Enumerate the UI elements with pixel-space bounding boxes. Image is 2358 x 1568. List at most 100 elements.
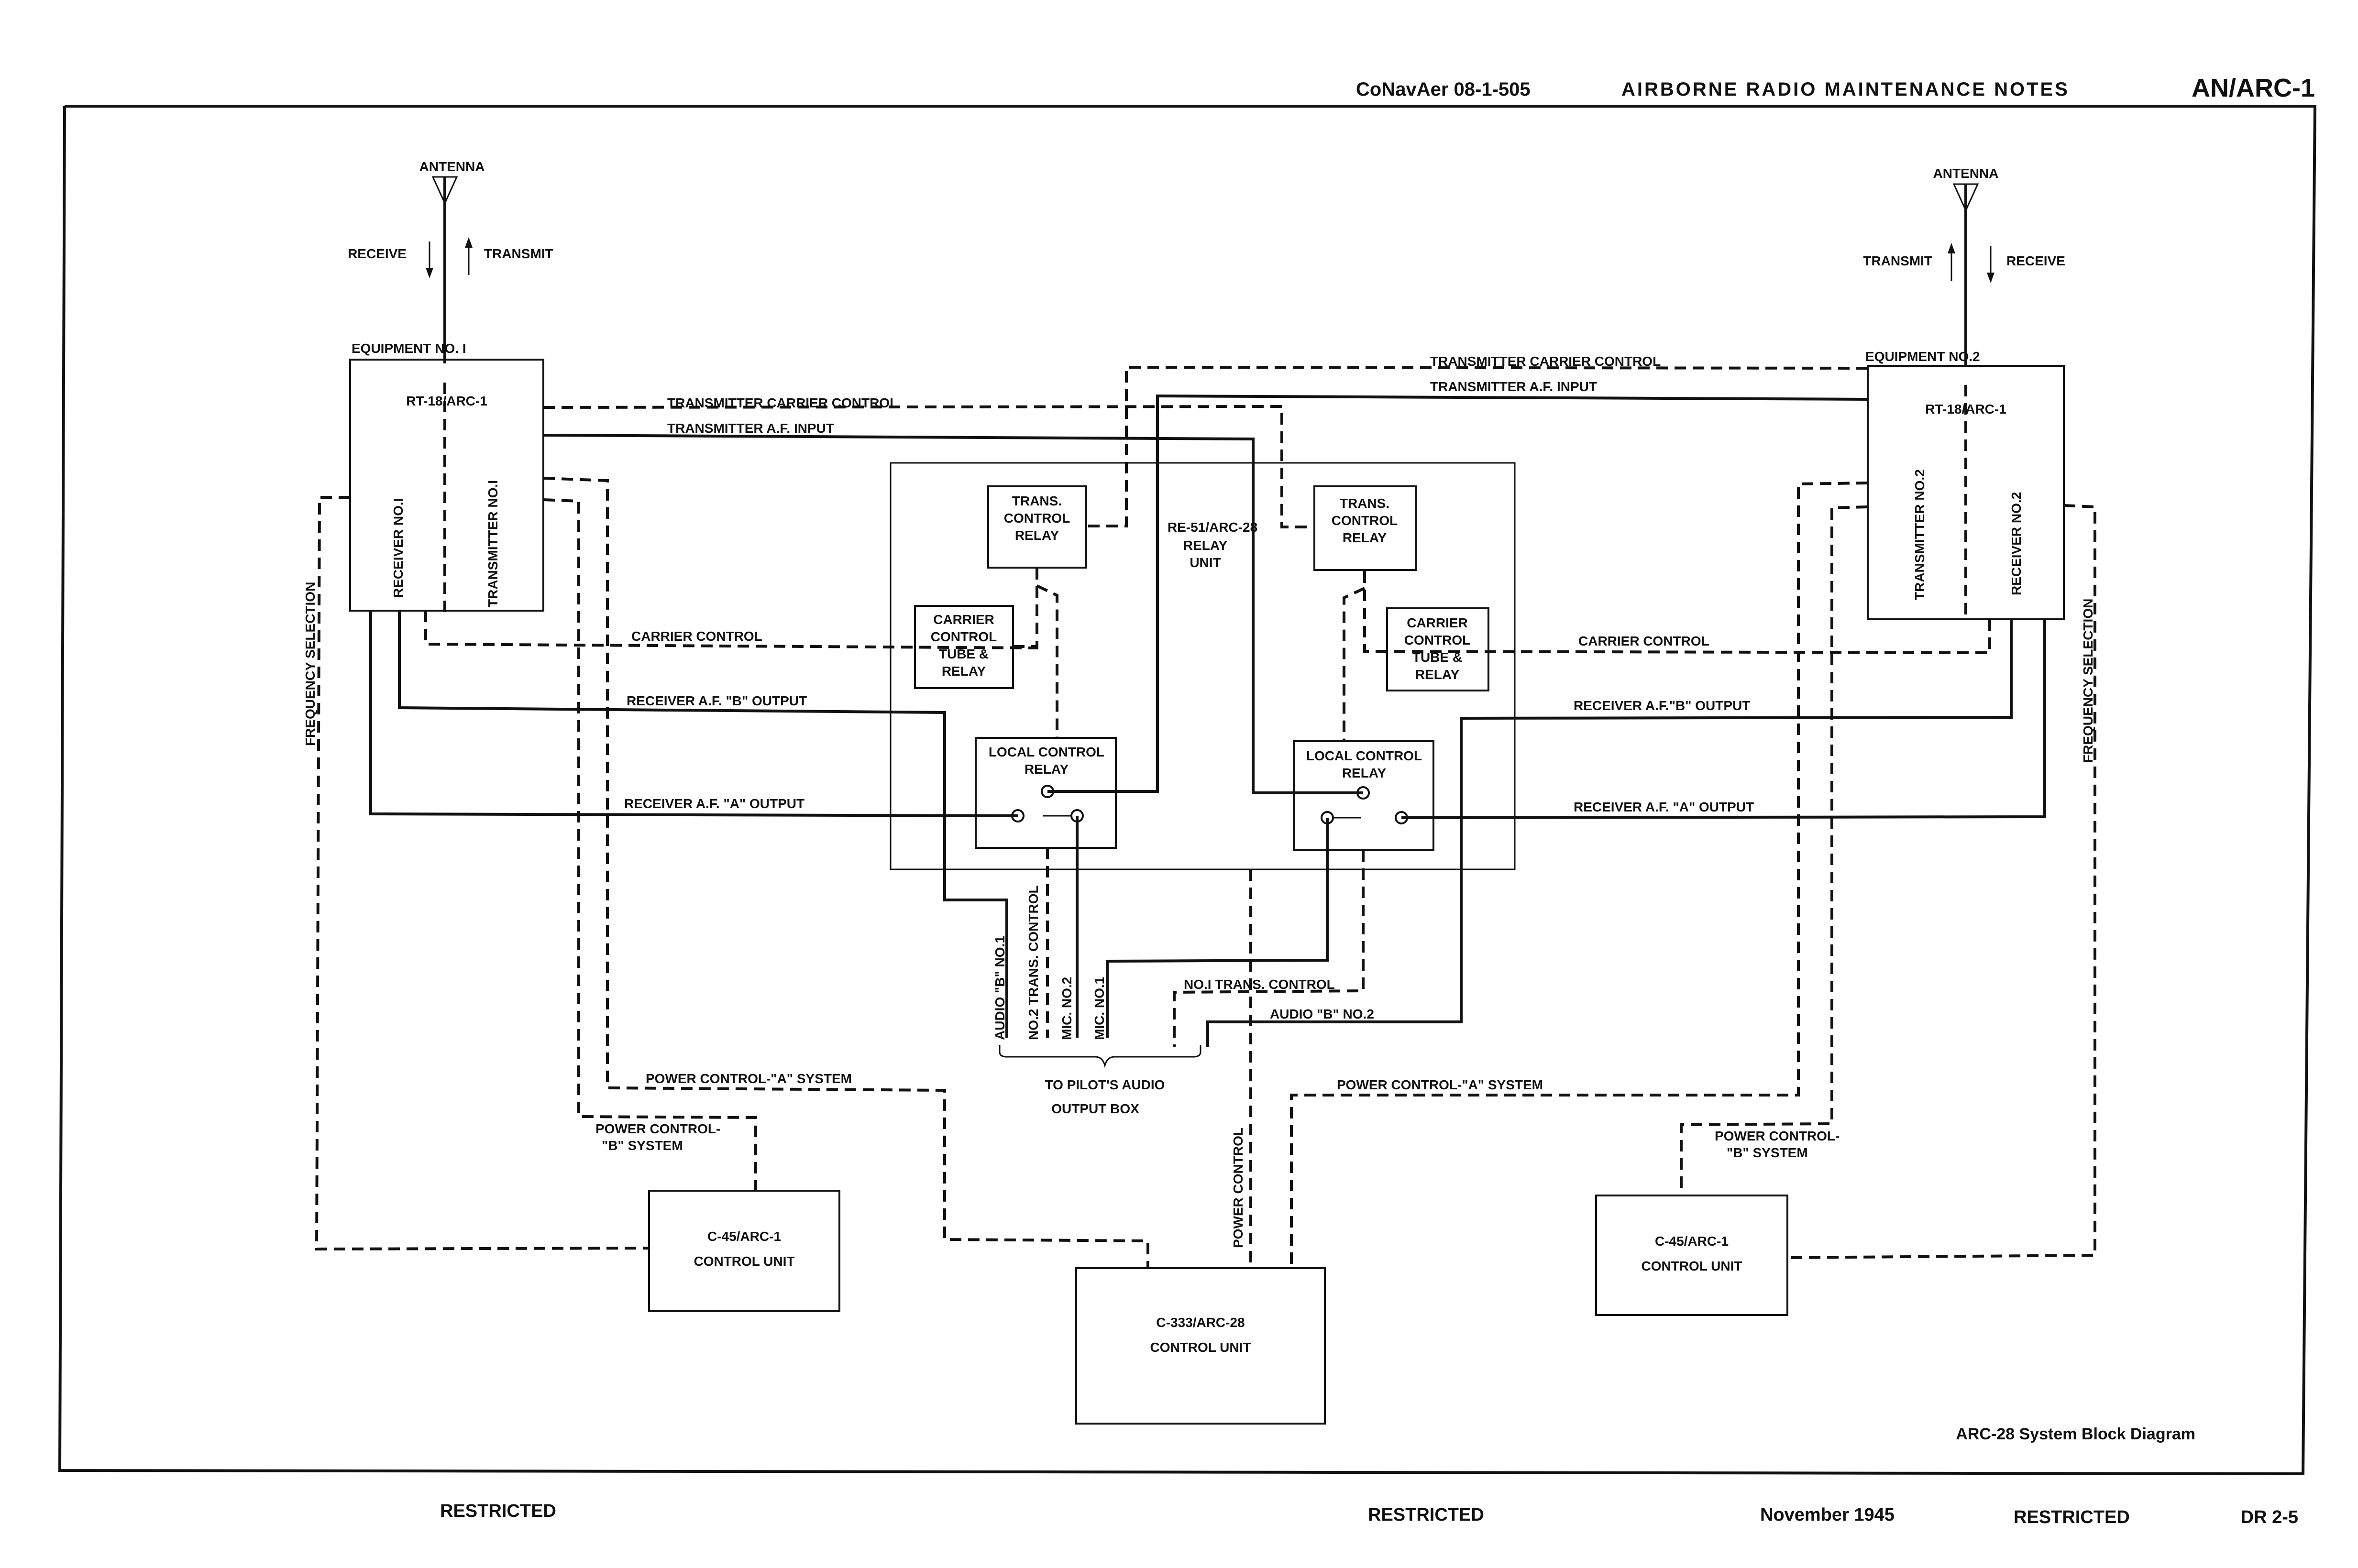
mic-no1-label: MIC. NO.1 <box>1092 977 1107 1040</box>
local-relay-line1: LOCAL CONTROL <box>989 745 1104 759</box>
relay-unit: RE-51/ARC-28 RELAY UNIT TRANS. CONTROL R… <box>890 462 1516 870</box>
doc-number: CoNavAer 08-1-505 <box>1356 79 1531 100</box>
model-id: AN/ARC-1 <box>2192 74 2315 102</box>
freq-selection-right-label: FREQUENCY SELECTION <box>2081 599 2095 763</box>
c45-control-unit-left <box>648 1190 840 1312</box>
recv-b-output-right-line <box>1206 619 2013 1047</box>
mic-no2-label: MIC. NO.2 <box>1059 977 1074 1040</box>
receiver-label: RECEIVER NO.2 <box>2009 492 2024 595</box>
transmit-arrow-icon <box>1948 243 1955 253</box>
receiver-label: RECEIVER NO.I <box>391 498 406 598</box>
footer-restricted-center: RESTRICTED <box>1368 1505 1484 1525</box>
footer-date: November 1945 <box>1760 1505 1895 1525</box>
recv-a-output-left-line <box>369 611 1018 817</box>
equipment-no2: ANTENNA TRANSMIT RECEIVE EQUIPMENT NO.2 … <box>1863 166 2065 620</box>
recv-b-output-right-label: RECEIVER A.F."B" OUTPUT <box>1574 698 1750 713</box>
trans-af-input-right-line <box>1047 394 1868 793</box>
local-relay-line2: RELAY <box>1342 766 1387 780</box>
no1-trans-control-label: NO.I TRANS. CONTROL <box>1184 977 1335 992</box>
power-control-label: POWER CONTROL <box>1231 1128 1245 1248</box>
power-b-left-label-1: POWER CONTROL- <box>595 1121 720 1136</box>
recv-b-output-left-label: RECEIVER A.F. "B" OUTPUT <box>627 693 807 708</box>
trans-relay-line1: TRANS. <box>1012 493 1062 508</box>
trans-relay-line2: CONTROL <box>1004 511 1070 526</box>
trans-relay-left-drop <box>1036 568 1058 738</box>
pilot-audio-brace <box>999 1045 1201 1068</box>
equipment-label: EQUIPMENT NO.2 <box>1865 349 1980 364</box>
local-relay-line1: LOCAL CONTROL <box>1306 748 1422 763</box>
carrier-relay-line4: RELAY <box>942 664 986 679</box>
freq-selection-left-label: FREQUENCY SELECTION <box>303 582 318 746</box>
power-b-left-label-2: "B" SYSTEM <box>602 1138 683 1153</box>
power-a-right-label: POWER CONTROL-"A" SYSTEM <box>1337 1077 1543 1092</box>
power-a-left-label: POWER CONTROL-"A" SYSTEM <box>646 1071 852 1086</box>
transmit-label: TRANSMIT <box>1863 253 1932 268</box>
relay-unit-name-3: UNIT <box>1190 555 1221 570</box>
recv-a-output-right-line <box>1401 619 2046 819</box>
pilot-audio-label-2: OUTPUT BOX <box>1051 1101 1139 1116</box>
trans-relay-right-drop <box>1343 570 1366 741</box>
rt18-unit-box <box>349 359 544 612</box>
carrier-relay-line2: CONTROL <box>1404 633 1470 647</box>
diagram-caption: ARC-28 System Block Diagram <box>1956 1425 2195 1443</box>
pilot-audio-label-1: TO PILOT'S AUDIO <box>1045 1077 1165 1092</box>
trans-af-input-left-label: TRANSMITTER A.F. INPUT <box>667 421 834 436</box>
footer-page-number: DR 2-5 <box>2241 1507 2298 1527</box>
footer-restricted-right: RESTRICTED <box>2014 1507 2130 1527</box>
trans-carrier-control-left-line <box>543 405 1314 528</box>
antenna-label: ANTENNA <box>1933 166 1999 181</box>
audio-b-no1-label: AUDIO "B" NO.1 <box>992 936 1007 1040</box>
c45-right-line1: C-45/ARC-1 <box>1655 1234 1729 1249</box>
page-frame <box>58 105 2317 1476</box>
c45-left-line2: CONTROL UNIT <box>694 1254 794 1269</box>
c333-line1: C-333/ARC-28 <box>1156 1315 1245 1330</box>
c45-left-line1: C-45/ARC-1 <box>707 1229 781 1244</box>
transmit-label: TRANSMIT <box>484 246 553 261</box>
carrier-control-relay-right <box>1386 607 1489 691</box>
recv-a-output-right-label: RECEIVER A.F. "A" OUTPUT <box>1574 800 1754 814</box>
local-relay-line2: RELAY <box>1025 762 1069 777</box>
relay-unit-name: RE-51/ARC-28 <box>1168 520 1257 535</box>
recv-a-output-left-label: RECEIVER A.F. "A" OUTPUT <box>624 796 804 811</box>
trans-relay-line3: RELAY <box>1343 530 1387 545</box>
c333-control-unit <box>1075 1267 1326 1425</box>
equipment-no1: ANTENNA RECEIVE TRANSMIT EQUIPMENT NO. I… <box>348 159 553 612</box>
doc-title: AIRBORNE RADIO MAINTENANCE NOTES <box>1621 79 2070 100</box>
audio-b-no2-label: AUDIO "B" NO.2 <box>1270 1007 1374 1021</box>
trans-carrier-control-left-label: TRANSMITTER CARRIER CONTROL <box>667 395 898 410</box>
c333-line2: CONTROL UNIT <box>1150 1340 1251 1355</box>
receive-arrow-icon <box>426 268 433 278</box>
receive-label: RECEIVE <box>2006 253 2065 268</box>
freq-selection-right-line <box>1787 504 2096 1259</box>
power-b-left-line <box>543 498 757 1191</box>
trans-af-input-right-label: TRANSMITTER A.F. INPUT <box>1430 379 1597 394</box>
freq-selection-left-line <box>315 496 650 1251</box>
trans-relay-line1: TRANS. <box>1340 496 1389 511</box>
carrier-control-left-link <box>1013 568 1038 648</box>
rt18-unit-label: RT-18/ARC-1 <box>406 394 487 408</box>
relay-unit-name-2: RELAY <box>1183 538 1228 553</box>
power-a-left-line <box>543 477 1149 1268</box>
carrier-control-right-label: CARRIER CONTROL <box>1578 634 1709 648</box>
transmit-arrow-icon <box>465 237 473 248</box>
carrier-relay-line2: CONTROL <box>931 629 997 644</box>
recv-b-output-left-line <box>398 611 1008 1038</box>
trans-carrier-control-right-line <box>1086 365 1868 527</box>
power-b-right-line <box>1680 505 1868 1195</box>
transmitter-label: TRANSMITTER NO.2 <box>1912 469 1927 600</box>
no2-trans-control-label: NO.2 TRANS. CONTROL <box>1026 885 1041 1040</box>
carrier-relay-line4: RELAY <box>1415 667 1460 682</box>
rt18-unit-box <box>1867 365 2065 620</box>
carrier-control-left-label: CARRIER CONTROL <box>631 629 762 644</box>
mic-no1-line <box>1106 818 1329 1038</box>
footer-restricted-left: RESTRICTED <box>440 1501 556 1521</box>
trans-relay-line2: CONTROL <box>1332 513 1398 528</box>
receive-label: RECEIVE <box>348 246 407 261</box>
trans-af-input-left-line <box>543 434 1363 794</box>
equipment-label: EQUIPMENT NO. I <box>352 341 466 356</box>
power-a-right-line <box>1290 482 1868 1268</box>
trans-relay-line3: RELAY <box>1015 528 1059 543</box>
trans-carrier-control-right-label: TRANSMITTER CARRIER CONTROL <box>1430 354 1661 369</box>
receive-arrow-icon <box>1987 273 1994 283</box>
